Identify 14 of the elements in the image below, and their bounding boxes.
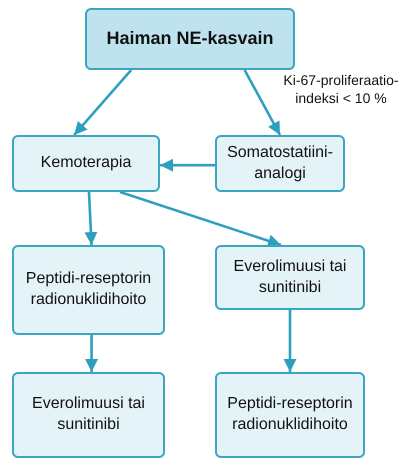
process-box: Everolimuusi tai sunitinibi — [12, 372, 165, 458]
process-box: Everolimuusi tai sunitinibi — [215, 245, 365, 310]
arrow — [73, 69, 132, 136]
arrow — [284, 310, 296, 372]
process-box: Kemoterapia — [12, 135, 160, 192]
process-box: Somatostatiini-analogi — [215, 135, 345, 192]
process-box: Peptidi-reseptorin radionuklidihoito — [215, 372, 365, 458]
arrow — [160, 158, 215, 172]
arrow — [243, 69, 282, 136]
title-box: Haiman NE-kasvain — [85, 8, 295, 70]
process-box: Peptidi-reseptorin radionuklidihoito — [12, 245, 165, 335]
arrow — [120, 190, 282, 248]
arrow — [84, 192, 98, 246]
arrow — [85, 335, 98, 372]
